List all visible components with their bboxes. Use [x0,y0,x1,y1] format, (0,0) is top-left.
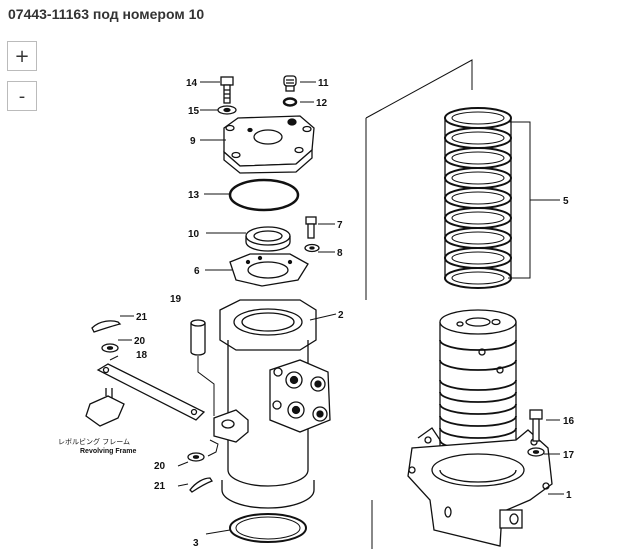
revolving-frame-bracket [85,388,125,427]
callout-16: 16 [563,416,575,427]
cotter-21b [189,477,213,493]
revolving-frame-label-en: Revolving Frame [80,448,137,455]
callout-21-bottom: 21 [154,481,166,492]
bolt-7 [305,216,317,239]
bolt-16 [529,409,543,442]
cotter-21a [91,320,122,333]
seal-stack-5 [444,107,512,289]
connector-lines [109,59,564,549]
callout-21-top: 21 [136,312,148,323]
oring-12 [282,97,298,107]
callout-15: 15 [188,106,200,117]
callout-6: 6 [194,266,200,277]
revolving-frame-label-jp: レボルビング フレーム [58,437,130,446]
zoom-out-button[interactable]: - [7,81,37,111]
swivel-body-2 [213,299,331,509]
callout-17: 17 [563,450,575,461]
callout-2: 2 [338,310,344,321]
callout-3: 3 [193,538,199,549]
bolt-14 [220,76,234,104]
callout-labels: 14 15 9 11 12 13 10 7 8 6 2 19 21 20 18 … [58,78,575,549]
callout-13: 13 [188,190,200,201]
ring-3 [229,513,307,543]
callout-18: 18 [136,350,148,361]
callout-11: 11 [318,78,329,89]
shaft-1 [407,309,553,547]
pin-19 [190,319,206,356]
callout-7: 7 [337,220,343,231]
seal-10 [245,226,291,252]
page-title: 07443-11163 под номером 10 [8,6,205,22]
callout-10: 10 [188,229,200,240]
callout-14: 14 [186,78,198,89]
plug-11 [283,75,297,92]
washer-20b [187,452,205,462]
callout-20-bottom: 20 [154,461,166,472]
callout-12: 12 [316,98,328,109]
zoom-in-button[interactable]: + [7,41,37,71]
washer-17 [527,447,545,457]
washer-15 [217,105,237,115]
callout-9: 9 [190,136,196,147]
washer-8 [304,243,320,253]
callout-19: 19 [170,294,182,305]
callout-8: 8 [337,248,343,259]
callout-20-top: 20 [134,336,146,347]
callout-1: 1 [566,490,572,501]
callout-5: 5 [563,196,569,207]
washer-20a [101,343,119,353]
oring-13 [228,178,300,212]
cover-9 [223,115,315,174]
bar-18 [96,363,206,421]
gasket-6 [229,253,309,287]
